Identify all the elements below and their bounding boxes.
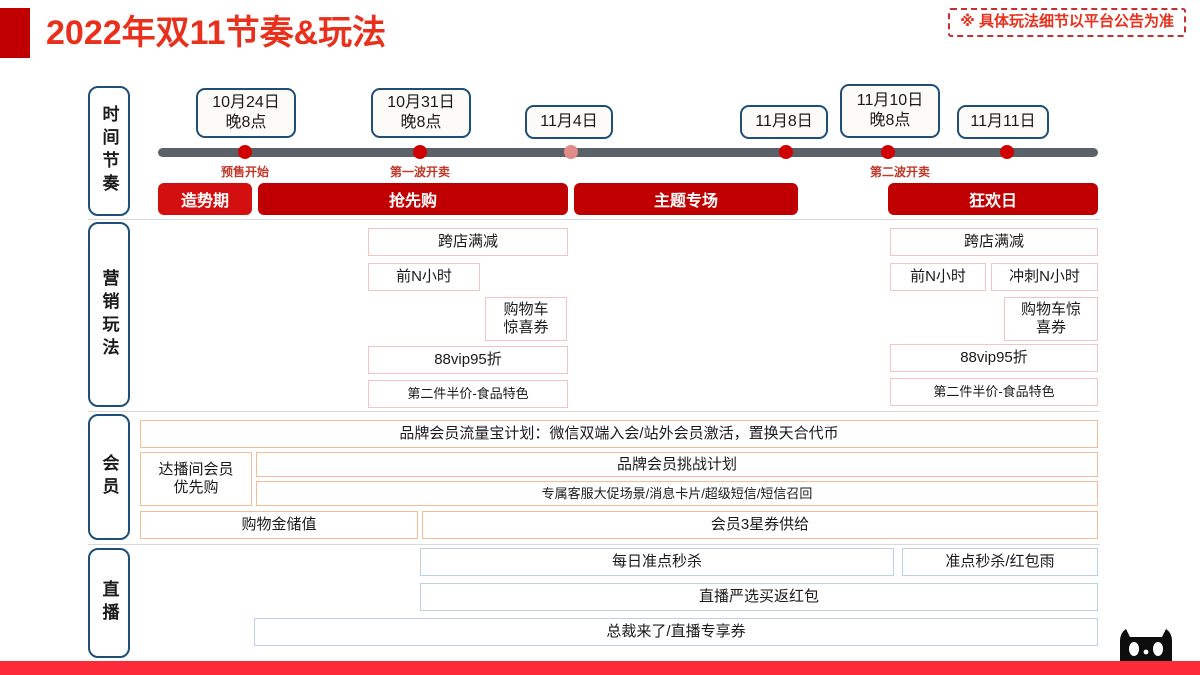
section-label-marketing-text: 营销玩法 [99, 268, 119, 361]
timeline-track [158, 148, 1098, 157]
timeline-dot-3 [564, 145, 578, 159]
tmall-cat-logo [1120, 629, 1172, 661]
timeline-dot-1 [238, 145, 252, 159]
member-item-5: 购物金储值 [140, 511, 418, 539]
livestream-item-2: 准点秒杀/红包雨 [902, 548, 1098, 576]
member-item-2: 达播间会员 优先购 [140, 452, 252, 506]
marketing-left-item-4: 88vip95折 [368, 346, 568, 374]
divider-3 [88, 544, 1100, 545]
section-label-marketing: 营销玩法 [88, 222, 130, 407]
member-item-1: 品牌会员流量宝计划：微信双端入会/站外会员激活，置换天合代币 [140, 420, 1098, 448]
page-title: 2022年双11节奏&玩法 [46, 14, 387, 52]
section-label-member: 会员 [88, 414, 130, 540]
marketing-left-item-3: 购物车 惊喜券 [485, 297, 567, 341]
section-label-time-rhythm-text: 时间节奏 [99, 105, 119, 197]
timeline-dot-6 [1000, 145, 1014, 159]
timeline-marker-3: 第二波开卖 [869, 165, 931, 179]
timeline-dot-2 [413, 145, 427, 159]
phase-bar-3: 主题专场 [574, 183, 798, 215]
livestream-item-3: 直播严选买返红包 [420, 583, 1098, 611]
section-label-livestream: 直播 [88, 548, 130, 658]
marketing-right-item-3: 冲刺N小时 [991, 263, 1098, 291]
livestream-item-4: 总裁来了/直播专享券 [254, 618, 1098, 646]
timeline-dot-4 [779, 145, 793, 159]
divider-2 [88, 411, 1100, 412]
title-accent-block [0, 8, 30, 58]
marketing-left-item-5: 第二件半价-食品特色 [368, 380, 568, 408]
date-box-4: 11月8日 [740, 105, 828, 139]
timeline-marker-2: 第一波开卖 [389, 165, 451, 179]
timeline-dot-5 [881, 145, 895, 159]
platform-note: ※ 具体玩法细节以平台公告为准 [948, 8, 1186, 37]
member-item-4: 专属客服大促场景/消息卡片/超级短信/短信召回 [256, 481, 1098, 506]
marketing-right-item-5: 88vip95折 [890, 344, 1098, 372]
date-box-5: 11月10日 晚8点 [840, 84, 940, 138]
date-box-6: 11月11日 [957, 105, 1049, 139]
date-box-2: 10月31日 晚8点 [371, 88, 471, 138]
member-item-6: 会员3星券供给 [422, 511, 1098, 539]
marketing-right-item-2: 前N小时 [890, 263, 986, 291]
date-box-3: 11月4日 [525, 105, 613, 139]
marketing-left-item-1: 跨店满减 [368, 228, 568, 256]
section-label-member-text: 会员 [99, 454, 119, 500]
marketing-left-item-2: 前N小时 [368, 263, 480, 291]
section-label-livestream-text: 直播 [99, 580, 119, 626]
marketing-right-item-6: 第二件半价-食品特色 [890, 378, 1098, 406]
date-box-1: 10月24日 晚8点 [196, 88, 296, 138]
footer-bar [0, 661, 1200, 675]
marketing-right-item-1: 跨店满减 [890, 228, 1098, 256]
timeline-marker-1: 预售开始 [220, 165, 270, 179]
member-item-3: 品牌会员挑战计划 [256, 452, 1098, 477]
livestream-item-1: 每日准点秒杀 [420, 548, 894, 576]
divider-1 [88, 219, 1100, 220]
section-label-time-rhythm: 时间节奏 [88, 86, 130, 216]
marketing-right-item-4: 购物车惊 喜券 [1004, 297, 1098, 341]
note-text: ※ 具体玩法细节以平台公告为准 [960, 13, 1174, 30]
phase-bar-1: 造势期 [158, 183, 252, 215]
phase-bar-2: 抢先购 [258, 183, 568, 215]
phase-bar-4: 狂欢日 [888, 183, 1098, 215]
